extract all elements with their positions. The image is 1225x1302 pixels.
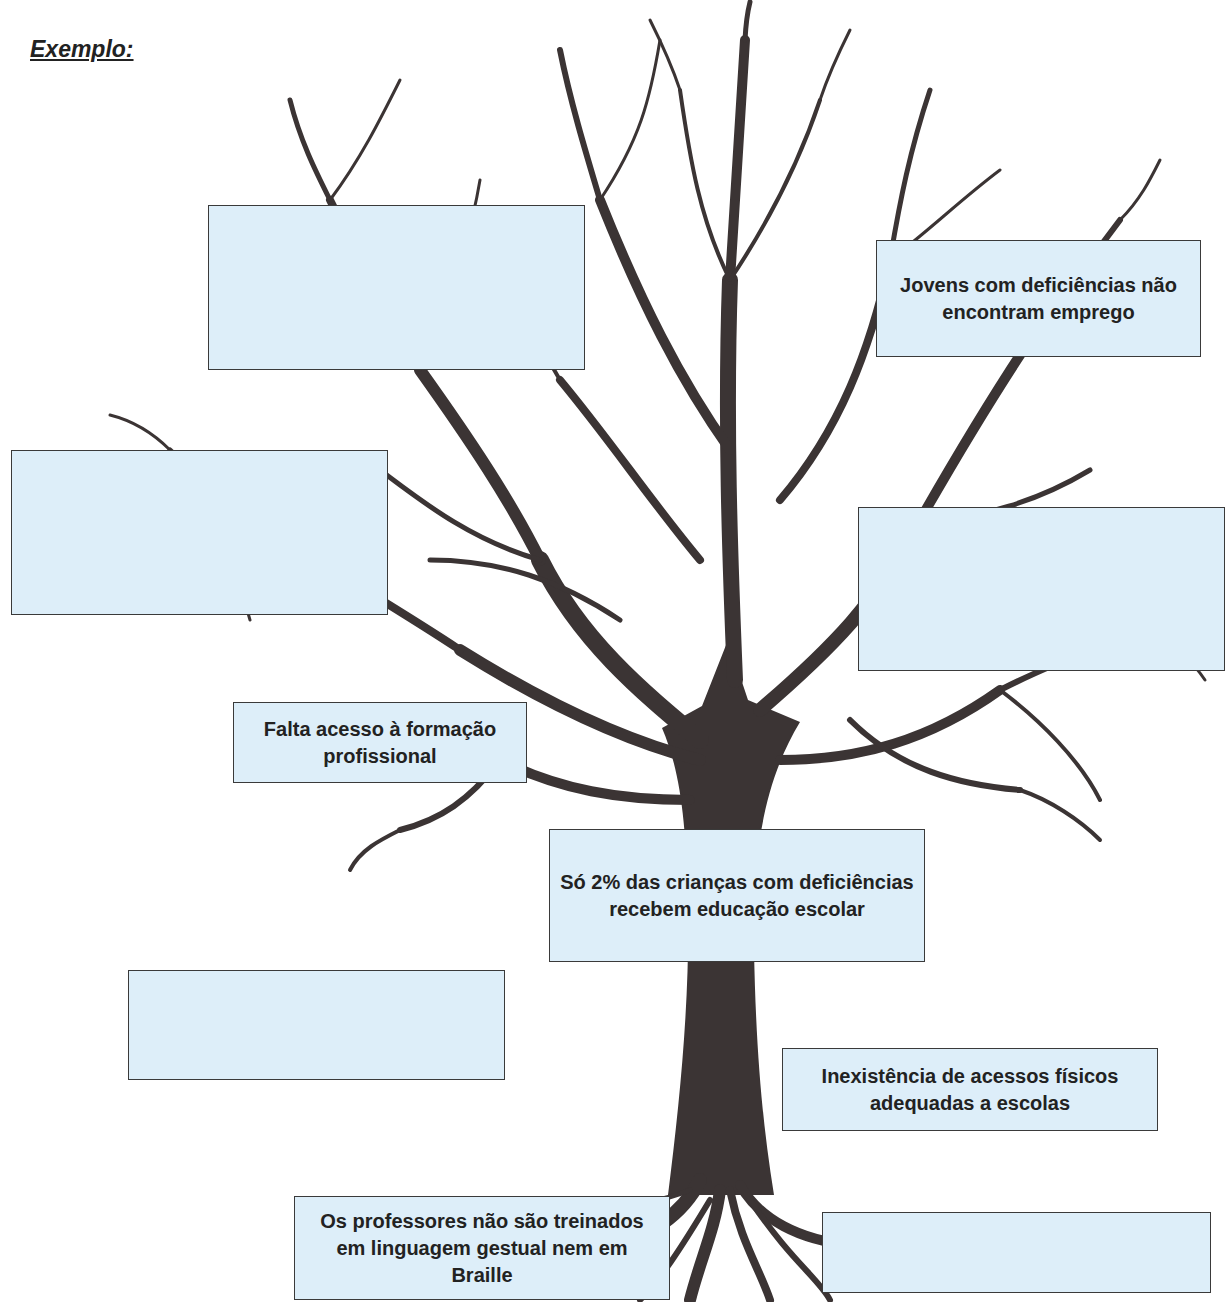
box-text: Só 2% das crianças com deficiências rece…: [560, 869, 914, 923]
problem-box: Só 2% das crianças com deficiências rece…: [549, 829, 925, 962]
problem-box: Inexistência de acessos físicos adequada…: [782, 1048, 1158, 1131]
empty-box: [858, 507, 1225, 671]
problem-box: Os professores não são treinados em ling…: [294, 1196, 670, 1300]
problem-box: Jovens com deficiências não encontram em…: [876, 240, 1201, 357]
diagram-title: Exemplo:: [30, 36, 134, 63]
empty-box: [822, 1212, 1211, 1293]
empty-box: [128, 970, 505, 1080]
problem-box: Falta acesso à formação profissional: [233, 702, 527, 783]
box-text: Jovens com deficiências não encontram em…: [887, 272, 1190, 326]
empty-box: [208, 205, 585, 370]
box-text: Os professores não são treinados em ling…: [305, 1208, 659, 1289]
box-text: Falta acesso à formação profissional: [244, 716, 516, 770]
empty-box: [11, 450, 388, 615]
box-text: Inexistência de acessos físicos adequada…: [793, 1063, 1147, 1117]
